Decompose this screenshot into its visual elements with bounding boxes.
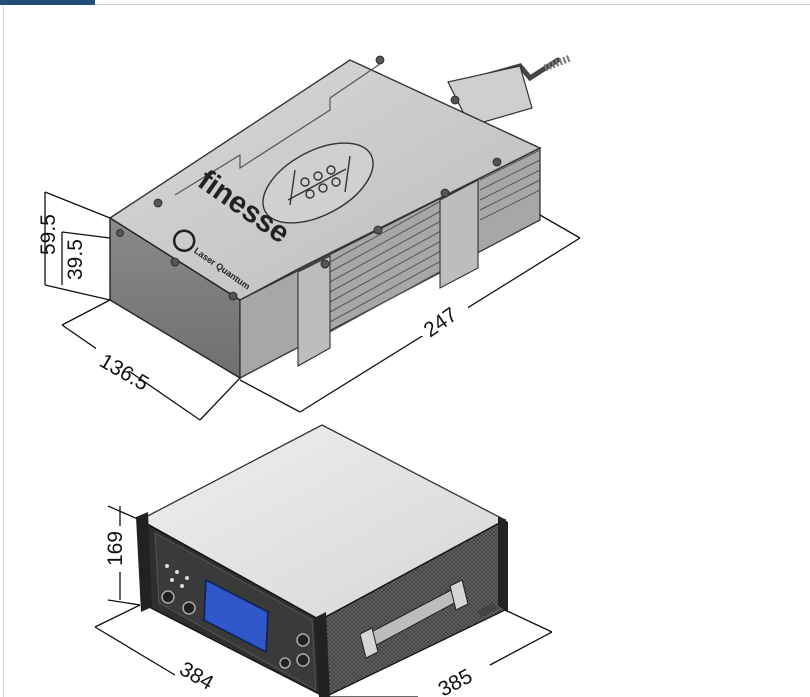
psu-knob-left[interactable]	[161, 590, 175, 604]
led-icon	[180, 584, 184, 588]
psu-dimension-lines	[94, 505, 553, 697]
psu-width-label: 384	[176, 657, 218, 695]
laser-height-body-label: 39.5	[64, 239, 87, 280]
logo-dots-icon	[287, 155, 351, 206]
top-rule	[0, 0, 810, 5]
psu-display-screen	[203, 578, 269, 654]
psu-key-switch[interactable]	[279, 657, 291, 669]
led-icon	[165, 564, 169, 568]
mounting-bracket-rear	[439, 179, 479, 289]
psu-knob-right-bottom[interactable]	[296, 653, 310, 667]
psu-depth-label: 385	[435, 665, 477, 697]
mounting-bracket-front	[297, 255, 331, 367]
laser-module: finesse Laser Quantum 59.5 39.5 136.5 24…	[37, 54, 581, 421]
laser-height-total-label: 59.5	[37, 214, 60, 255]
left-rule	[3, 5, 4, 697]
psu-knob-right-top[interactable]	[296, 633, 310, 647]
psu-height-label: 169	[104, 531, 127, 566]
psu-knob-center[interactable]	[182, 601, 196, 615]
power-supply-unit: 169 384 385	[94, 424, 553, 697]
led-icon	[185, 576, 189, 580]
led-icon	[170, 578, 174, 582]
psu-carry-handle	[359, 579, 469, 659]
laser-dimension-lines	[44, 191, 581, 421]
fiber-housing	[447, 65, 533, 127]
psu-controls	[161, 564, 310, 669]
top-tab	[0, 0, 95, 5]
fiber-connector	[543, 54, 572, 72]
screws	[116, 55, 502, 301]
led-icon	[175, 570, 179, 574]
